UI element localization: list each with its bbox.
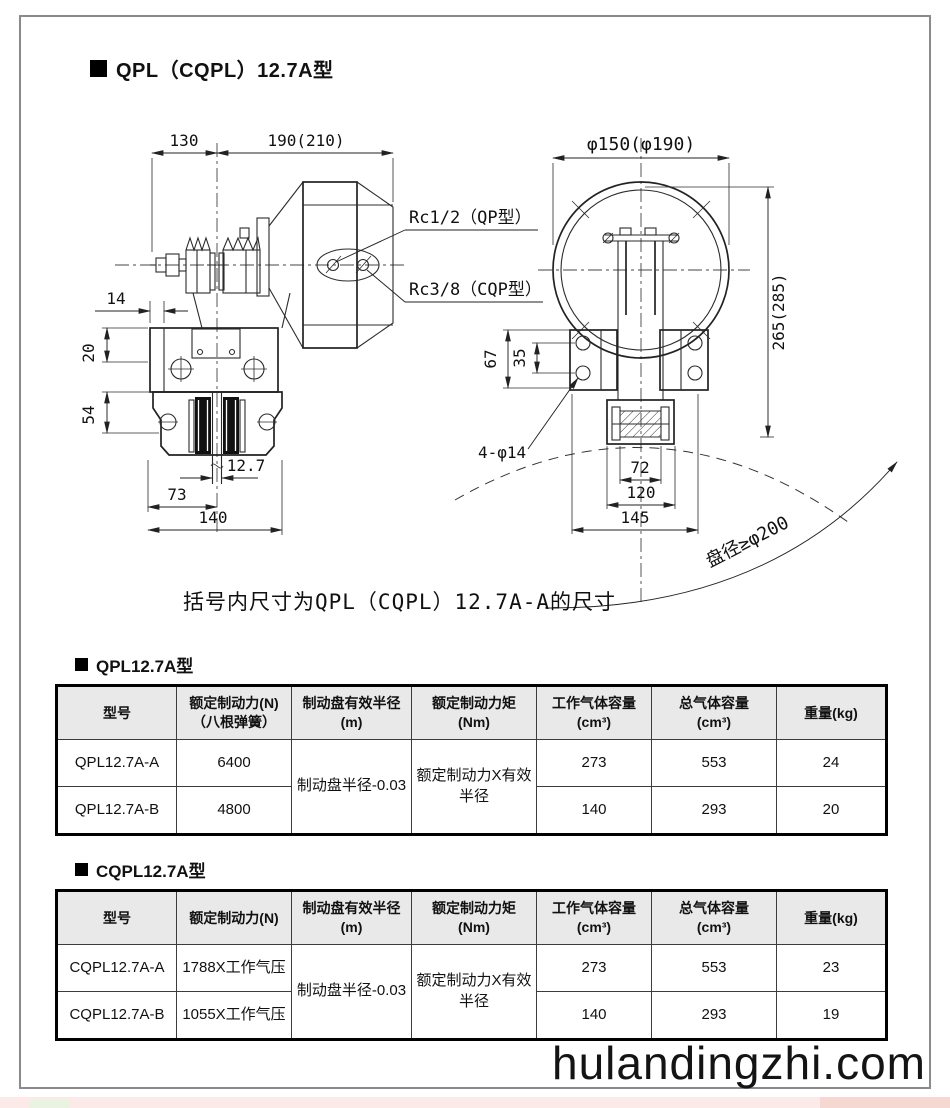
rc38-label: Rc3/8（CQP型） — [409, 280, 542, 300]
cell-model: QPL12.7A-A — [56, 739, 177, 787]
cell-total-volume: 293 — [651, 991, 777, 1040]
bottom-strip-green — [30, 1099, 70, 1108]
cqpl-table-heading-text: CQPL12.7A型 — [96, 862, 206, 881]
cell-radius-merged: 制动盘半径-0.03 — [291, 944, 412, 1040]
qpl-table-heading-text: QPL12.7A型 — [96, 657, 194, 676]
drawing-note: 括号内尺寸为QPL（CQPL）12.7A-A的尺寸 — [183, 590, 617, 614]
section-marker-icon — [90, 60, 107, 77]
cell-torque-merged: 额定制动力X有效半径 — [411, 739, 537, 835]
cell-force: 4800 — [176, 786, 292, 835]
cell-total-volume: 553 — [651, 944, 777, 992]
front-view: 盘径≥φ200 φ150(φ190) 265(285) 67 35 — [454, 134, 898, 609]
col-model: 型号 — [56, 890, 177, 945]
cell-model: CQPL12.7A-B — [56, 991, 177, 1040]
col-force: 额定制动力(N)（八根弹簧） — [176, 685, 292, 740]
table-header-row: 型号 额定制动力(N)（八根弹簧） 制动盘有效半径(m) 额定制动力矩(Nm) … — [56, 685, 887, 740]
cell-weight: 19 — [776, 991, 887, 1040]
cell-torque-merged: 额定制动力X有效半径 — [411, 944, 537, 1040]
cell-working-volume: 273 — [536, 739, 652, 787]
col-weight: 重量(kg) — [776, 890, 887, 945]
col-radius: 制动盘有效半径(m) — [291, 890, 412, 945]
cell-working-volume: 140 — [536, 991, 652, 1040]
col-total-volume: 总气体容量(cm³) — [651, 890, 777, 945]
cell-total-volume: 553 — [651, 739, 777, 787]
dim-130: 130 — [170, 131, 199, 150]
dim-72: 72 — [630, 458, 649, 477]
cell-model: QPL12.7A-B — [56, 786, 177, 835]
bottom-strip — [0, 1097, 950, 1108]
table-row: CQPL12.7A-A 1788X工作气压 制动盘半径-0.03 额定制动力X有… — [56, 944, 887, 1040]
watermark-text: hulandingzhi.com — [551, 1037, 926, 1089]
col-torque: 额定制动力矩(Nm) — [411, 890, 537, 945]
section-marker-icon — [75, 658, 88, 671]
cell-model: CQPL12.7A-A — [56, 944, 177, 992]
rc12-label: Rc1/2（QP型） — [409, 208, 532, 228]
front-view-dimensions: φ150(φ190) 265(285) 67 35 4-φ14 72 — [478, 134, 788, 534]
cqpl-spec-table: 型号 额定制动力(N) 制动盘有效半径(m) 额定制动力矩(Nm) 工作气体容量… — [55, 889, 888, 1041]
col-working-volume: 工作气体容量(cm³) — [536, 890, 652, 945]
cell-weight: 20 — [776, 786, 887, 835]
cell-total-volume: 293 — [651, 786, 777, 835]
cell-force: 1055X工作气压 — [176, 991, 292, 1040]
cell-force: 1788X工作气压 — [176, 944, 292, 992]
dim-20: 20 — [79, 343, 98, 362]
qpl-spec-table: 型号 额定制动力(N)（八根弹簧） 制动盘有效半径(m) 额定制动力矩(Nm) … — [55, 684, 888, 836]
cell-radius-merged: 制动盘半径-0.03 — [291, 739, 412, 835]
qpl-table-wrap: 型号 额定制动力(N)（八根弹簧） 制动盘有效半径(m) 额定制动力矩(Nm) … — [55, 684, 888, 836]
cqpl-table-heading: CQPL12.7A型 — [75, 857, 206, 882]
cell-working-volume: 140 — [536, 786, 652, 835]
cell-force: 6400 — [176, 739, 292, 787]
dim-140: 140 — [199, 508, 228, 527]
col-total-volume: 总气体容量(cm³) — [651, 685, 777, 740]
col-weight: 重量(kg) — [776, 685, 887, 740]
dim-265-285: 265(285) — [769, 273, 788, 350]
label-4-d14: 4-φ14 — [478, 443, 526, 462]
col-torque: 额定制动力矩(Nm) — [411, 685, 537, 740]
dim-d150: φ150(φ190) — [587, 134, 695, 155]
qpl-table-heading: QPL12.7A型 — [75, 652, 193, 677]
table-row: QPL12.7A-B 4800 140 293 20 — [56, 786, 887, 835]
section-marker-icon — [75, 863, 88, 876]
page-title: QPL（CQPL）12.7A型 — [90, 54, 334, 83]
bottom-strip-right — [820, 1097, 950, 1108]
dim-67: 67 — [481, 349, 500, 368]
cell-weight: 24 — [776, 739, 887, 787]
table-header-row: 型号 额定制动力(N) 制动盘有效半径(m) 额定制动力矩(Nm) 工作气体容量… — [56, 890, 887, 945]
col-force: 额定制动力(N) — [176, 890, 292, 945]
rc-labels: Rc1/2（QP型） Rc3/8（CQP型） — [335, 208, 543, 303]
dim-145: 145 — [621, 508, 650, 527]
cell-working-volume: 273 — [536, 944, 652, 992]
col-radius: 制动盘有效半径(m) — [291, 685, 412, 740]
table-row: QPL12.7A-A 6400 制动盘半径-0.03 额定制动力X有效半径 27… — [56, 739, 887, 835]
disc-diameter-label: 盘径≥φ200 — [703, 512, 793, 572]
cqpl-table-wrap: 型号 额定制动力(N) 制动盘有效半径(m) 额定制动力矩(Nm) 工作气体容量… — [55, 889, 888, 1041]
col-working-volume: 工作气体容量(cm³) — [536, 685, 652, 740]
dim-14: 14 — [106, 289, 125, 308]
cell-weight: 23 — [776, 944, 887, 992]
col-model: 型号 — [56, 685, 177, 740]
technical-drawing: Rc1/2（QP型） Rc3/8（CQP型） 130 190(210) 14 — [79, 131, 898, 609]
table-row: CQPL12.7A-B 1055X工作气压 140 293 19 — [56, 991, 887, 1040]
dim-190-210: 190(210) — [267, 131, 344, 150]
page-title-text: QPL（CQPL）12.7A型 — [116, 60, 334, 82]
side-view-dimensions: 130 190(210) 14 20 54 12.7 — [79, 131, 394, 535]
dim-35: 35 — [510, 348, 529, 367]
dim-73: 73 — [167, 485, 186, 504]
side-view: Rc1/2（QP型） Rc3/8（CQP型） 130 190(210) 14 — [79, 131, 543, 535]
dim-12-7: 12.7 — [227, 456, 266, 475]
dim-54: 54 — [79, 405, 98, 424]
dim-120: 120 — [627, 483, 656, 502]
